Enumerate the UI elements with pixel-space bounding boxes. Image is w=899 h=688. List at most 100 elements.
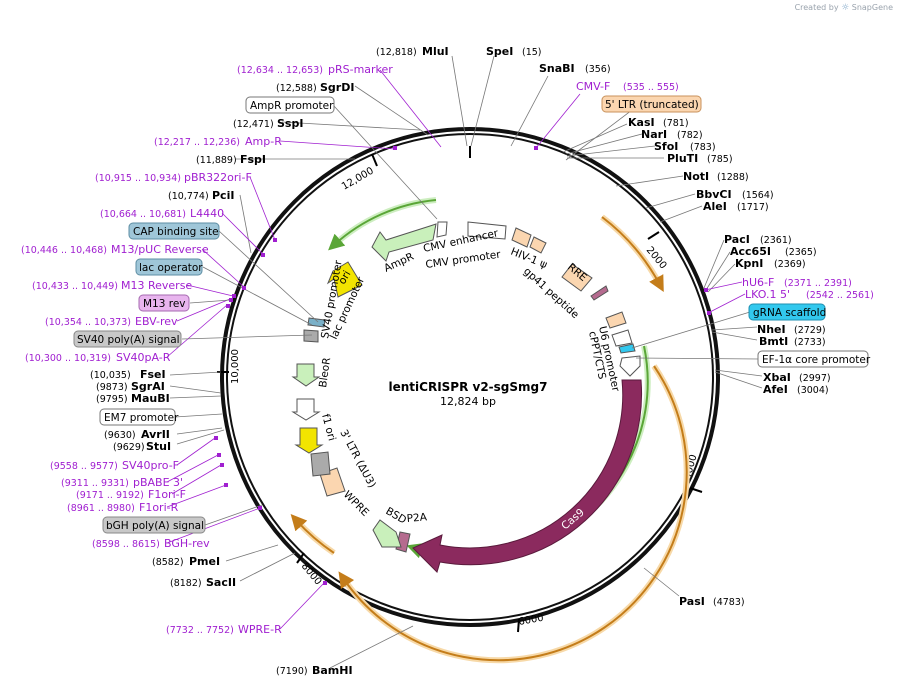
enzyme-name-bamhi: BamHI: [312, 664, 353, 677]
primer-name-cmv-f: CMV-F: [576, 80, 610, 93]
enzyme-name-mlui: MluI: [422, 45, 449, 58]
feature-label-wpre: WPRE: [341, 489, 371, 519]
enzyme-pos-sgrai: (9873): [96, 382, 128, 393]
primer-pos-m13-puc-reverse: (10,446 .. 10,468): [21, 245, 107, 256]
enzyme-pos-sspi: (12,471): [233, 119, 274, 130]
enzyme-pos-bmti: (2733): [794, 337, 826, 348]
box-sv40-polya: [73, 330, 182, 348]
enzyme-name-sgrai: SgrAI: [131, 380, 165, 393]
enzyme-name-spei: SpeI: [486, 45, 513, 58]
box-grna-scaffold-text: gRNA scaffold: [753, 307, 826, 319]
box-grna-scaffold: [748, 303, 826, 321]
feature-grna-shape: [618, 343, 636, 354]
feature-label-bsd: BSD: [384, 505, 409, 526]
enzyme-name-sacii: SacII: [206, 576, 236, 589]
box-lac-operator-text: lac operator: [139, 262, 203, 274]
primer-pos-hu6-f: (2371 .. 2391): [784, 278, 852, 289]
feature-ori-shape: [326, 261, 363, 298]
box-ef1a-core-text: EF-1α core promoter: [762, 354, 871, 366]
enzyme-name-alei: AleI: [703, 200, 727, 213]
primer-name-m13-puc-reverse: M13/pUC Reverse: [111, 243, 209, 256]
primer-pos-ebv-rev: (10,354 .. 10,373): [45, 317, 131, 328]
enzyme-name-acc65i: Acc65I: [730, 245, 771, 258]
enzyme-pos-mlui: (12,818): [376, 47, 417, 58]
enzyme-pos-alei: (1717): [737, 202, 769, 213]
feature-label-ltr3: 3' LTR (ΔU3): [337, 428, 378, 490]
primer-pos-m13-reverse: (10,433 .. 10,449): [32, 281, 118, 292]
primer-pos-wpre-r: (7732 .. 7752): [166, 625, 234, 636]
primer-pos-amp-r: (12,217 .. 12,236): [154, 137, 240, 148]
box-leader-lines: [174, 103, 760, 526]
box-lac-operator: [135, 258, 203, 276]
primer-pos-pbr322ori-f: (10,915 .. 10,934): [95, 173, 181, 184]
enzyme-name-pluti: PluTI: [667, 152, 698, 165]
primer-name-sv40pa-r: SV40pA-R: [116, 351, 171, 364]
enzyme-pos-fspi: (11,889): [196, 155, 237, 166]
feature-label-p2a: P2A: [406, 511, 428, 525]
primer-name-amp-r: Amp-R: [245, 135, 282, 148]
enzyme-pos-pmei: (8582): [152, 557, 184, 568]
enzyme-pos-pcii: (10,774): [168, 191, 209, 202]
box-ampr-promoter: [245, 96, 335, 114]
enzyme-name-pcii: PciI: [212, 189, 234, 202]
primer-pos-pbabe-3: (9311 .. 9331): [61, 478, 129, 489]
enzyme-name-pmei: PmeI: [189, 555, 220, 568]
feature-ef1a-shape: [619, 355, 641, 377]
box-cap-site: [128, 222, 220, 240]
primer-name-bgh-rev: BGH-rev: [164, 537, 210, 550]
tick-12000: [371, 153, 378, 167]
enzyme-name-avrii: AvrII: [141, 428, 170, 441]
feature-cas9-arrow: [412, 379, 643, 573]
primer-name-pbr322ori-f: pBR322ori-F: [184, 171, 252, 184]
box-bgh-polya-text: bGH poly(A) signal: [106, 520, 204, 532]
enzyme-pos-nhei: (2729): [794, 325, 826, 336]
primer-name-hu6-f: hU6-F: [742, 276, 774, 289]
box-em7-text: EM7 promoter: [104, 412, 179, 424]
enzyme-pos-pluti: (785): [707, 154, 733, 165]
primer-pos-sv40pa-r: (10,300 .. 10,319): [25, 353, 111, 364]
primer-pos-cmv-f: (535 .. 555): [623, 82, 679, 93]
primer-pos-bgh-rev: (8598 .. 8615): [92, 539, 160, 550]
primer-name-lko1-5: LKO.1 5': [745, 288, 790, 301]
box-cap-site-text: CAP binding site: [133, 226, 219, 238]
enzyme-pos-spei: (15): [522, 47, 542, 58]
enzyme-name-pasi: PasI: [679, 595, 705, 608]
feature-ampr-promoter-shape: [436, 221, 448, 238]
enzyme-pos-acc65i: (2365): [785, 247, 817, 258]
enzyme-pos-stui: (9629): [113, 442, 145, 453]
enzyme-pos-snabi: (356): [585, 64, 611, 75]
feature-boxes: AmpR promoter 5' LTR (truncated) CAP bin…: [73, 95, 871, 534]
enzyme-pos-afei: (3004): [797, 385, 829, 396]
primer-pos-f1ori-f: (9171 .. 9192): [76, 490, 144, 501]
backbone-outer-circle: [220, 127, 720, 627]
enzyme-name-bbvci: BbvCI: [696, 188, 732, 201]
enzyme-name-kpni: KpnI: [735, 257, 763, 270]
feature-cppt-shape: [605, 311, 627, 329]
snapgene-logo-icon: ☼: [841, 3, 850, 13]
enzyme-name-fsei: FseI: [140, 368, 166, 381]
enzyme-pos-avrii: (9630): [104, 430, 136, 441]
box-ampr-promoter-text: AmpR promoter: [250, 100, 334, 112]
enzyme-name-nari: NarI: [641, 128, 667, 141]
enzyme-pos-kasi: (781): [663, 118, 689, 129]
created-by-text: Created by: [794, 3, 839, 12]
primer-name-sv40pro-f: SV40pro-F: [122, 459, 179, 472]
primer-labels: (12,634 .. 12,653) pRS-marker CMV-F (535…: [21, 63, 874, 636]
box-sv40-polya-text: SV40 poly(A) signal: [77, 334, 180, 346]
enzyme-name-sspi: SspI: [277, 117, 303, 130]
enzyme-pos-paci: (2361): [760, 235, 792, 246]
enzyme-pos-maubi: (9795): [96, 394, 128, 405]
feature-hiv-psi-shape: [511, 227, 532, 248]
primer-name-wpre-r: WPRE-R: [238, 623, 282, 636]
enzyme-name-sgrdi: SgrDI: [320, 81, 354, 94]
feature-arc-green-top-core: [328, 199, 437, 251]
plasmid-title: lentiCRISPR v2-sgSmg7: [389, 380, 548, 394]
primer-name-l4440: L4440: [190, 207, 224, 220]
box-m13-rev: [138, 294, 190, 312]
snapgene-product-name: SnapGene: [851, 3, 893, 12]
enzyme-name-stui: StuI: [146, 440, 171, 453]
feature-u6-shape: [611, 329, 633, 347]
feature-label-f1ori: f1 ori: [319, 413, 338, 443]
enzyme-name-maubi: MauBI: [131, 392, 170, 405]
feature-label-bleor: BleoR: [317, 357, 333, 389]
